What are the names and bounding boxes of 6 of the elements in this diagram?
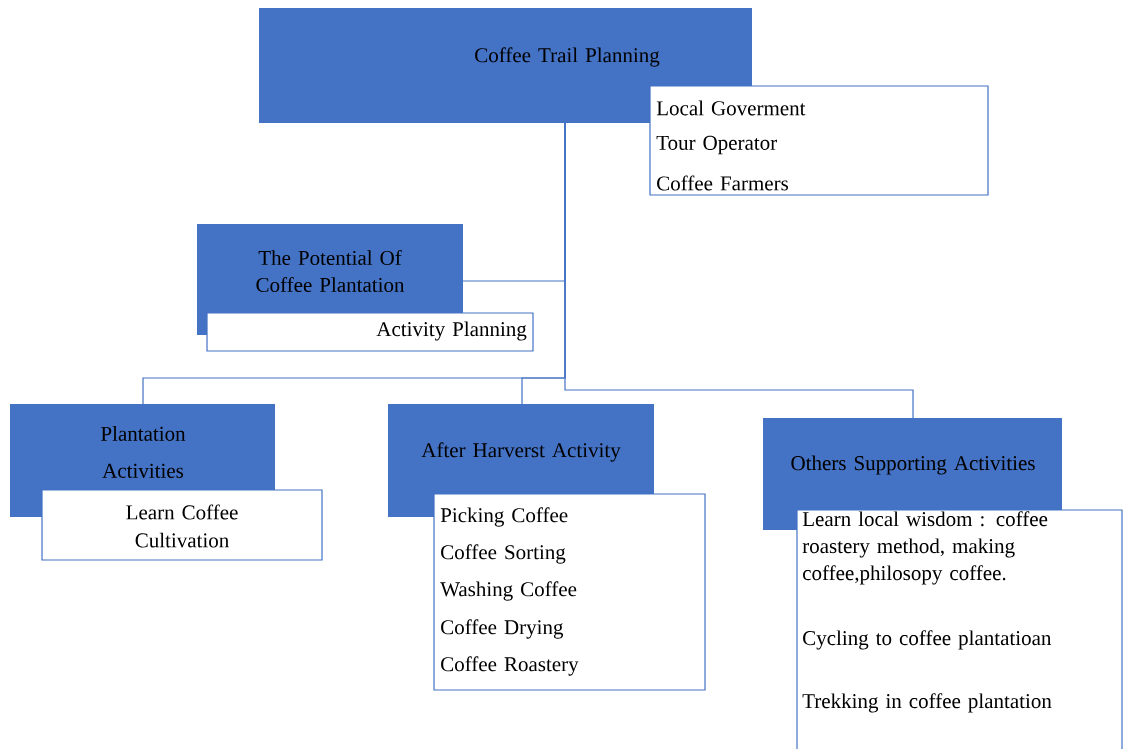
connector-line bbox=[564, 122, 914, 419]
list-box: Local Goverment Tour Operator Coffee Farmers bbox=[649, 85, 989, 196]
list-box: Learn local wisdom : coffee roastery method, making coffee,philosopy coffee. Cycling to coffee plantatioan Trekking in coffee plantation bbox=[796, 509, 1123, 749]
list-box: Picking Coffee Coffee Sorting Washing Coffee Coffee Drying Coffee Roastery bbox=[433, 493, 706, 691]
list-box: Activity Planning bbox=[206, 312, 534, 352]
list-box: Learn Coffee Cultivation bbox=[41, 489, 323, 561]
